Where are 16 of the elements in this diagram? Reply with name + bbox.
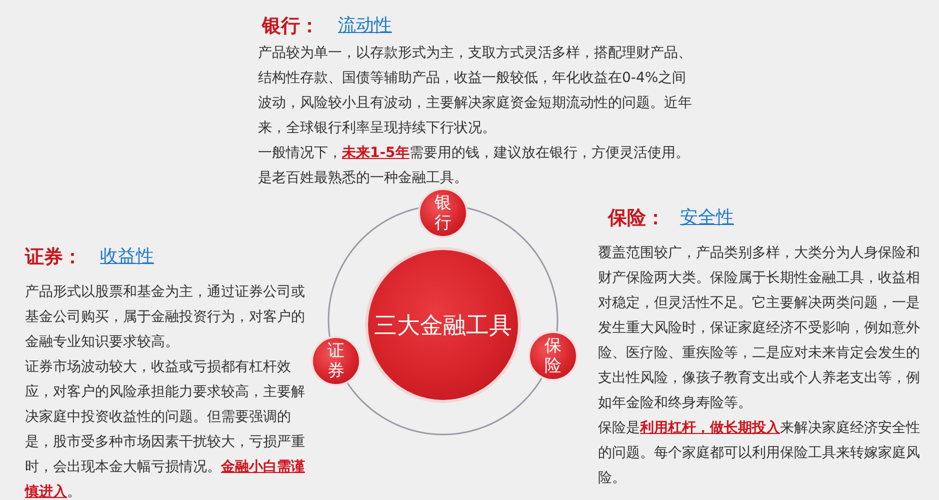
section-subtitle: 安全性 [680,206,734,230]
description-paragraph: 一般情况下，未来1-5年需要用的钱，建议放在银行，方便灵活使用。是老百姓最熟悉的一种金融工具。 [258,144,690,188]
description-paragraph: 产品形式以股票和基金为主，通过证券公司或基金公司购买，属于金融投资行为，对客户的金融专业知识要求较高。 [25,283,306,352]
center-circle: 三大金融工具 [368,250,518,400]
description-paragraph: 覆盖范围较广，产品类别多样，大类分为人身保险和财产保险两大类。保险属于长期性金融工具，收益相对稳定，但灵活性不足。它主要解决两类问题，一是发生重大风险时，保证家庭经济不受影响，例如意外险、医疗险、重疾险等，二是应对未来肯定会发生的支出性风险，像孩子教育支出或个人养老支出等，例如年金险和终身寿险等。 [598,244,921,413]
section-title: 证券： [25,245,82,269]
section-subtitle: 流动性 [338,14,392,38]
description-paragraph: 产品较为单一，以存款形式为主，支取方式灵活多样，搭配理财产品、结构性存款、国债等辅助产品，收益一般较低，年化收益在0-4%之间波动，风险较小且有波动，主要解决家庭资金短期流动性的问题。近年来，全球银行利率呈现持续下行状况。 [258,44,693,138]
section-title: 银行： [262,14,319,38]
section-title: 保险： [608,206,665,230]
category-circle: 保险 [528,331,578,381]
category-circle: 证券 [311,336,361,386]
description-paragraph: 保险是利用杠杆，做长期投入来解决家庭经济安全性的问题。每个家庭都可以利用保险工具来转嫁家庭风险。 [598,419,921,488]
description-paragraph: 证券市场波动较大，收益或亏损都有杠杆效应，对客户的风险承担能力要求较高，主要解决家庭中投资收益性的问题。但需要强调的是，股市受多种市场因素干扰较大，亏损严重时，会出现本金大幅亏损情况。金融小白需谨慎进入。 [25,358,306,500]
category-circle: 银行 [418,188,468,238]
section-subtitle: 收益性 [100,245,154,269]
